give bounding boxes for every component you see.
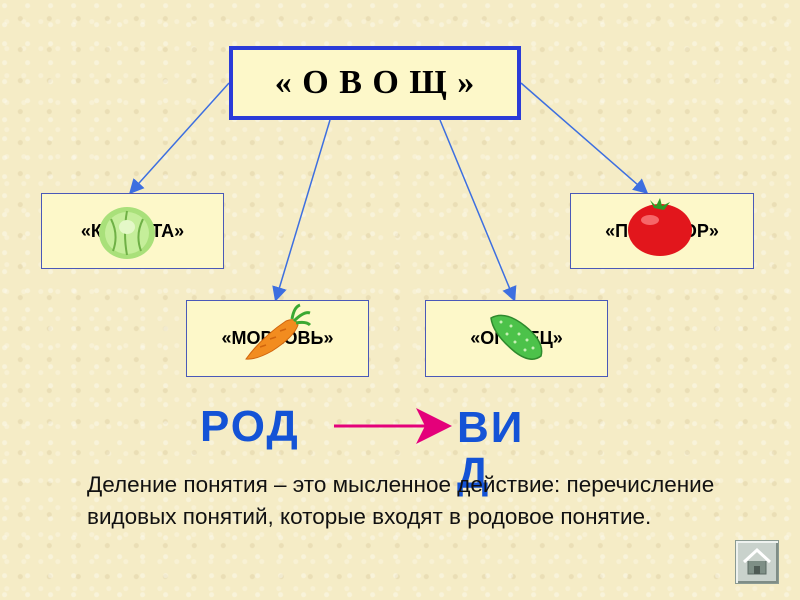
carrot-icon	[245, 303, 312, 360]
root-concept-label: « О В О Щ »	[274, 64, 476, 101]
arrow-to-tomato	[520, 82, 649, 194]
root-concept-box: « О В О Щ »	[229, 46, 521, 120]
arrow-to-cucumber	[439, 119, 517, 302]
genus-label: РОД	[200, 402, 300, 451]
species-label: ВИД	[457, 403, 525, 498]
arrow-to-carrot	[272, 119, 331, 302]
tomato-icon	[628, 198, 692, 256]
home-icon	[742, 547, 772, 575]
arrow-to-cabbage	[128, 82, 230, 195]
definition-text: Деление понятия – это мысленное действие…	[87, 472, 715, 529]
cucumber-icon	[490, 314, 543, 360]
home-button[interactable]	[735, 540, 779, 584]
cabbage-icon	[99, 207, 155, 259]
